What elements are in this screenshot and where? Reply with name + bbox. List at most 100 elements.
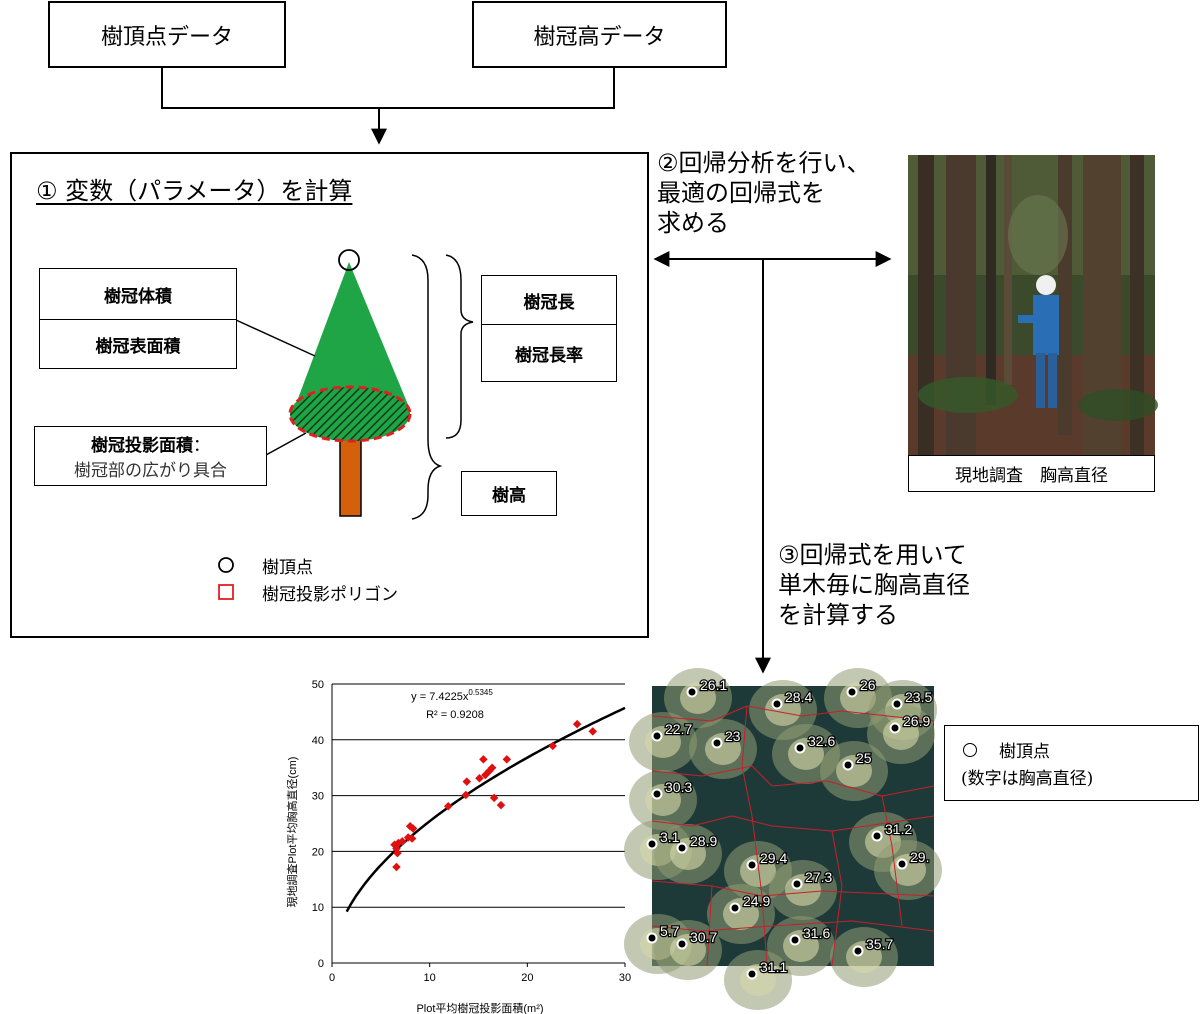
map-treetop-point <box>651 788 663 800</box>
fit-curve <box>345 706 626 913</box>
step3-line3: を計算する <box>778 601 898 629</box>
chart-equation-exponent: 0.5345 <box>468 688 493 697</box>
trunk <box>339 439 362 517</box>
map-polygon-lines <box>651 705 935 967</box>
step1-title-text: ① 変数（パラメータ）を計算 <box>36 177 353 205</box>
map-polygon-edge <box>741 765 753 817</box>
treetop-data-label: 樹頂点データ <box>100 24 233 50</box>
map-treetop-point <box>896 858 908 870</box>
map-polygon-edge <box>801 710 843 717</box>
map-polygon-edge <box>826 780 883 797</box>
legend-polygon-label: 樹冠投影ポリゴン <box>262 585 398 605</box>
step3-text: ③回帰式を用いて 単木毎に胸高直径 を計算する <box>778 540 970 630</box>
step3-line1: ③回帰式を用いて <box>778 541 967 569</box>
map-polygon-edge <box>881 785 935 797</box>
map-dbh-label: 22.7 <box>665 721 692 737</box>
map-treetop-point <box>871 830 883 842</box>
crown-cone <box>293 262 411 412</box>
map-polygon-edge <box>771 780 828 787</box>
map-polygon-edge <box>771 920 853 927</box>
map-polygon-edge <box>771 825 833 832</box>
chart-point <box>462 777 472 786</box>
map-dbh-label: 30.3 <box>665 779 692 795</box>
chart-point <box>393 848 402 858</box>
map-dbh-label: 24.9 <box>743 893 770 909</box>
step1-box <box>10 152 649 638</box>
map-polygon-edge <box>746 705 803 717</box>
crown-length-label: 樹冠長 <box>523 292 575 313</box>
map-treetop-point <box>711 737 723 749</box>
map-dbh-label: 31.1 <box>760 959 787 975</box>
chart-xtick-label: 20 <box>521 972 533 984</box>
map-treetop-point <box>676 938 688 950</box>
map-dbh-label: 28.4 <box>785 689 812 705</box>
legend-treetop-symbol <box>218 557 234 573</box>
map-polygon-edge <box>761 895 768 967</box>
map-dbh-label: 31.6 <box>803 925 830 941</box>
map-polygon-edge <box>651 820 693 827</box>
map-treetop-point <box>746 859 758 871</box>
crown-projection-desc: 樹冠部の広がり具合 <box>74 461 227 481</box>
chart-point <box>489 793 499 803</box>
map-dbh-label: 29. <box>910 849 929 865</box>
map-polygon-edge <box>751 765 773 787</box>
treetop-circle <box>338 249 360 271</box>
map-polygon-edge <box>651 770 703 777</box>
step2-text: ②回帰分析を行い、 最適の回帰式を 求める <box>657 148 871 238</box>
map-treetop-point <box>746 968 758 980</box>
chart-point <box>572 719 582 729</box>
map-polygon-edge <box>761 890 823 897</box>
input-merge-line <box>161 68 615 109</box>
map-polygon-edge <box>701 925 773 932</box>
treetop-data-box: 樹頂点データ <box>48 1 286 68</box>
map-treetop-point <box>651 730 663 742</box>
map-treetop-point <box>852 945 864 957</box>
chart-ytick-label: 20 <box>312 846 324 858</box>
map-dbh-label: 5.7 <box>660 923 680 939</box>
map-polygon-edge <box>831 815 935 832</box>
map-dbh-label: 26 <box>860 677 876 693</box>
map-treetop-point <box>789 934 801 946</box>
map-legend-circle-icon <box>963 742 977 757</box>
map-polygon-edge <box>731 815 773 827</box>
chart-ytick-label: 10 <box>312 902 324 914</box>
map-polygon-edge <box>706 885 713 967</box>
crown-projection-label: 樹冠投影面積 <box>91 436 193 456</box>
map-treetop-point <box>729 902 741 914</box>
chart-point <box>479 755 488 764</box>
map-polygon-edge <box>891 845 903 927</box>
map-dbh-label: 31.2 <box>885 821 912 837</box>
map-treetop-point <box>891 698 903 710</box>
map-treetop-point <box>676 842 688 854</box>
chart-point <box>588 727 598 736</box>
map-dbh-label: 23 <box>725 728 741 744</box>
map-dbh-label: 29.4 <box>760 850 787 866</box>
map-polygon-edge <box>691 815 733 827</box>
chart-point <box>392 862 401 872</box>
brace-crown-length <box>445 254 474 439</box>
chart-xtick-label: 10 <box>424 972 436 984</box>
map-dbh-label: 26.1 <box>700 677 727 693</box>
chart-ylabel: 現地調査Plot平均胸高直径(cm) <box>285 757 299 908</box>
map-legend-line2: (数字は胸高直径) <box>961 769 1094 789</box>
tree-height-label: 樹高 <box>492 486 526 506</box>
step3-line2: 単木毎に胸高直径 <box>778 571 970 599</box>
map-dbh-label: 35.7 <box>866 936 893 952</box>
map-legend-box: 樹頂点 (数字は胸高直径) <box>944 725 1199 801</box>
step2-line1: ②回帰分析を行い、 <box>657 149 871 177</box>
legend-polygon-symbol <box>218 584 234 600</box>
chart-xtick-label: 0 <box>329 972 335 984</box>
map-polygon-edge <box>881 795 893 847</box>
map-dbh-label: 27.3 <box>805 869 832 885</box>
map-polygon-edge <box>741 705 748 767</box>
map-dbh-label: 28.9 <box>690 833 717 849</box>
map-polygon-edge <box>711 885 763 897</box>
chart-equation-base: y = 7.4225x <box>411 691 469 703</box>
chart-point <box>487 763 497 772</box>
map-treetop-point <box>791 878 803 890</box>
leader-crown-surface <box>235 319 316 357</box>
chart-r2: R² = 0.9208 <box>426 709 484 721</box>
